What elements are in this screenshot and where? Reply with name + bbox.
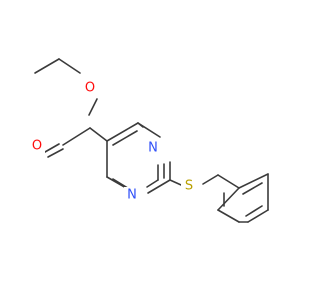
- n-top-bg: [145, 140, 161, 156]
- ring-bond-c2-n1-diag: [147, 179, 171, 194]
- ring-bond-c5-c4: [106, 122, 139, 142]
- phenyl-bond-3: [247, 209, 269, 223]
- n-bottom-bg: [124, 187, 140, 203]
- bond-o-c: [88, 98, 98, 116]
- atom-n-top: N: [148, 141, 158, 156]
- s-thio-bg: [181, 178, 197, 194]
- atom-o-carbonyl: O: [32, 139, 42, 154]
- atom-o-ester: O: [85, 81, 95, 96]
- phenyl-bond-6: [217, 187, 240, 211]
- ring-bond-c2-n1: [146, 179, 159, 188]
- structure-canvas: O O N N S: [29, 58, 269, 223]
- bonds: [34, 58, 269, 223]
- bond-ch2-phenyl: [217, 174, 240, 189]
- bond-c-o-double-b: [47, 148, 64, 158]
- o-ester-bg: [82, 80, 98, 96]
- bond-c-ring: [89, 127, 108, 142]
- atom-n-bottom: N: [127, 188, 137, 203]
- phenyl-bond-5: [217, 209, 240, 223]
- atom-labels: O O N N S: [29, 80, 197, 203]
- bond-ch3-ch2: [34, 58, 60, 74]
- bond-c-o-carbonyl: [62, 127, 91, 146]
- bond-c-o-double-a: [44, 143, 60, 153]
- phenyl-bond-1: [238, 173, 269, 189]
- ring-bond-c4-n3-v: [137, 122, 161, 138]
- bond-s-ch2: [202, 174, 219, 185]
- bond-ch2-o: [58, 58, 81, 74]
- phenyl-inner-2: [245, 205, 263, 217]
- atom-s-thio: S: [185, 179, 193, 194]
- o-carbonyl-bg: [29, 138, 45, 154]
- ring-bond-c5-c4-inner: [112, 130, 138, 146]
- molecule-diagram: O O N N S: [29, 58, 269, 223]
- phenyl-inner-1: [242, 182, 263, 195]
